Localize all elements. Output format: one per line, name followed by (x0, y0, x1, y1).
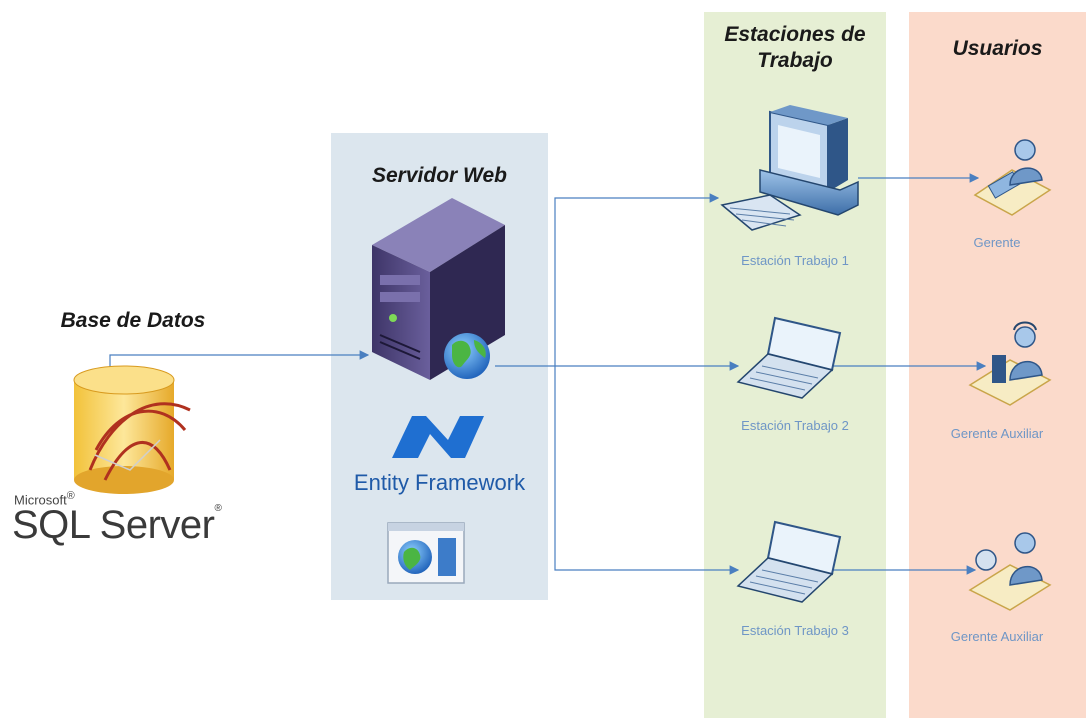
microsoft-brand-label: Microsoft® (14, 490, 75, 508)
user-2-label: Gerente Auxiliar (950, 426, 1044, 441)
laptop-icon (736, 316, 842, 399)
server-heading: Servidor Web (372, 164, 507, 187)
server-to-ws3-connector (554, 372, 740, 575)
user-phone-icon (968, 532, 1052, 611)
entity-framework-logo (392, 416, 484, 458)
workstations-heading-line1: Estaciones de (724, 23, 866, 46)
workstation-3-label: Estación Trabajo 3 (741, 623, 849, 638)
desktop-computer-icon (720, 105, 859, 231)
workstations-heading: Estaciones de Trabajo (704, 22, 886, 74)
globe-icon (444, 333, 490, 379)
user-1-label: Gerente (973, 235, 1021, 250)
workstation-1-label: Estación Trabajo 1 (741, 253, 849, 268)
workstations-heading-line2: Trabajo (757, 49, 833, 72)
connectors (109, 173, 987, 575)
user-headset-icon (968, 321, 1052, 406)
web-app-icon (387, 522, 465, 584)
database-heading: Base de Datos (60, 309, 206, 332)
laptop-icon (736, 520, 842, 603)
sql-server-logo: SQL Server® (12, 503, 222, 547)
server-tower-icon (372, 198, 505, 380)
workstation-2-label: Estación Trabajo 2 (741, 418, 849, 433)
user-at-desk-icon (973, 139, 1052, 216)
server-to-ws1-connector (554, 193, 720, 372)
database-icon (73, 365, 191, 494)
user-3-label: Gerente Auxiliar (950, 629, 1044, 644)
users-heading: Usuarios (952, 37, 1043, 60)
entity-framework-label: Entity Framework (353, 470, 526, 495)
